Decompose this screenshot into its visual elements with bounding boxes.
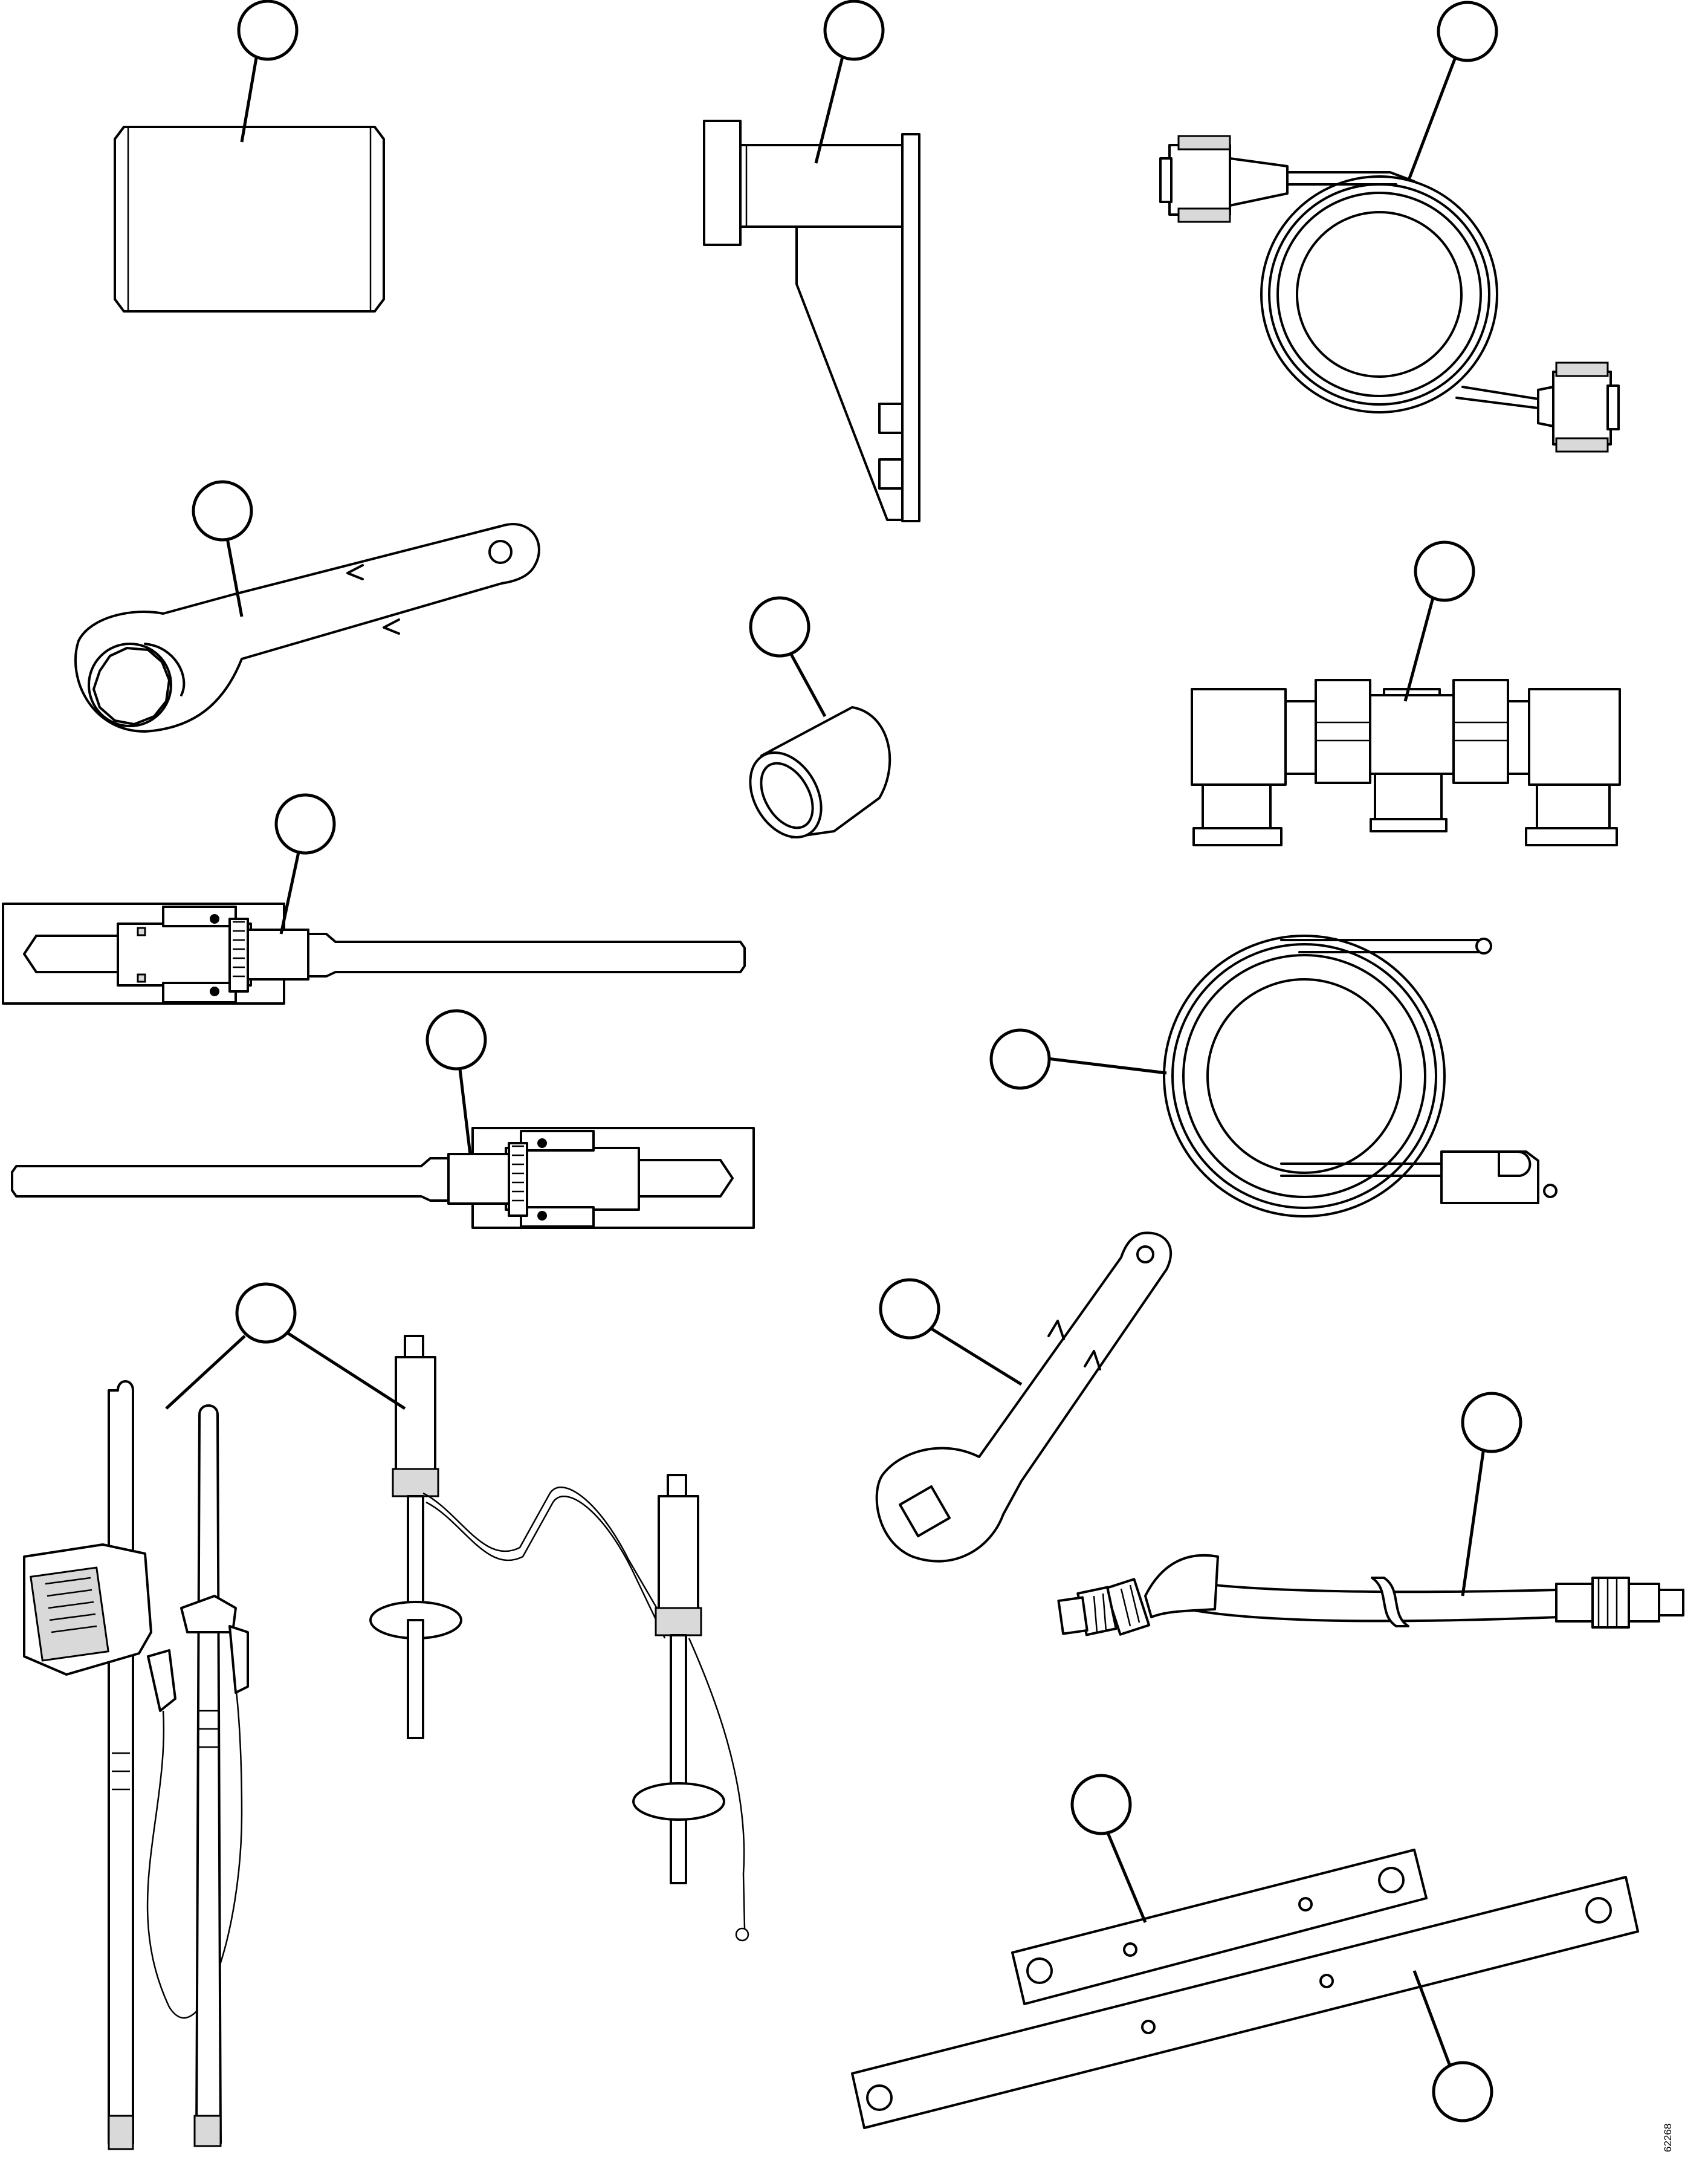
bushing-icon [749, 706, 891, 838]
callout-tee-fitting [1403, 540, 1475, 702]
hose-icon [1057, 1554, 1684, 1636]
callout-sensor-probes [165, 1282, 406, 1410]
flat-plate-icon [851, 1876, 1639, 2129]
probe-tool-icon [2, 903, 746, 1005]
ring-wrench-icon [74, 523, 540, 733]
callout-plate-short [1070, 1774, 1147, 1923]
probe-tool-icon [11, 1127, 755, 1229]
callout-square-wrench [879, 1278, 1023, 1386]
callout-serial-cable [1406, 1, 1498, 182]
callout-bushing [749, 596, 827, 718]
serial-cable-icon [1159, 135, 1620, 453]
mounting-bracket-icon [703, 120, 920, 522]
callout-probe-tool-upper [274, 793, 336, 935]
tee-fitting-icon [1191, 679, 1621, 846]
square-wrench-icon [875, 1231, 1173, 1563]
coiled-tube-icon [1163, 935, 1558, 1218]
callout-probe-tool-lower [425, 1009, 487, 1155]
callout-block [237, 0, 299, 143]
callout-coiled-tube [989, 1028, 1167, 1090]
callout-ring-wrench [192, 480, 253, 617]
callout-bracket [814, 0, 885, 164]
sensor-probe-icon [23, 1335, 749, 2150]
flat-plate-icon [1011, 1849, 1428, 2005]
rectangular-block-icon [114, 126, 385, 313]
drawing-number: 62268 [1662, 2124, 1674, 2152]
callout-plate-long [1412, 1970, 1493, 2122]
callout-hose-assembly [1461, 1392, 1522, 1597]
